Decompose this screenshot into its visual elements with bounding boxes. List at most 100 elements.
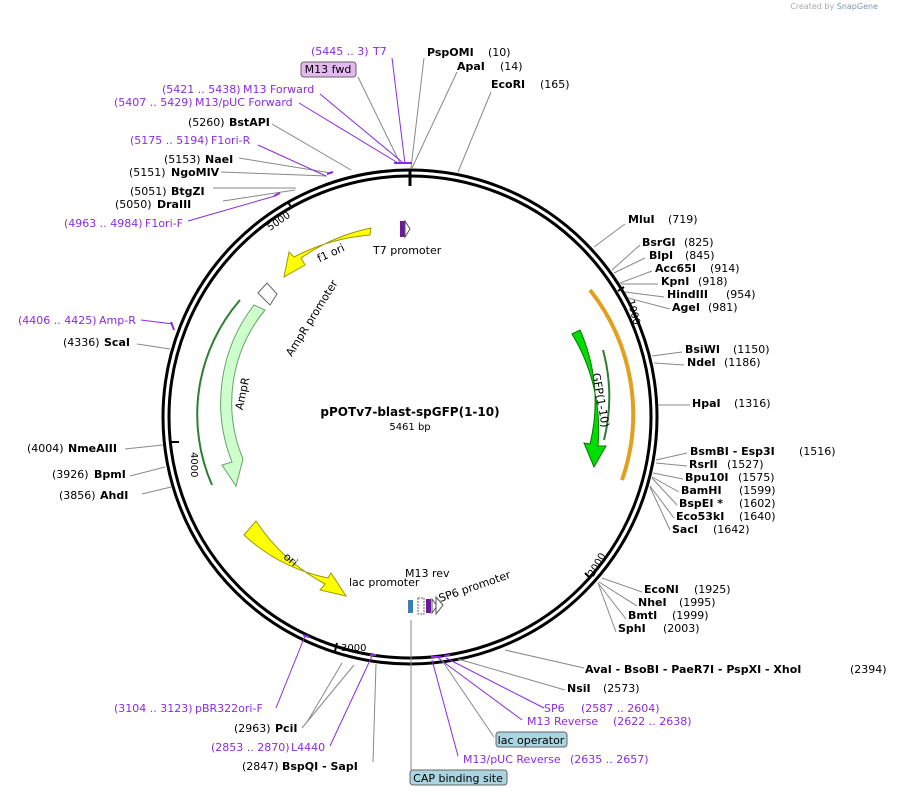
primer-pbr322ori-f: pBR322ori-F bbox=[195, 702, 263, 715]
site-bamhi: BamHI bbox=[681, 484, 722, 497]
site-nhei: NheI bbox=[638, 596, 667, 609]
site-btgzi-pos: (5051) bbox=[130, 185, 167, 198]
site-bstapi-pos: (5260) bbox=[188, 116, 225, 129]
site-bpmi: BpmI bbox=[94, 468, 126, 481]
primer-sp6: SP6 bbox=[544, 702, 565, 715]
primer-l4440: L4440 bbox=[291, 741, 325, 754]
site-saci-pos: (1642) bbox=[713, 523, 750, 536]
snapgene-credit: Created by SnapGene bbox=[790, 2, 878, 11]
primer-t7: T7 bbox=[372, 45, 387, 58]
site-bsrgi: BsrGI bbox=[642, 236, 675, 249]
site-acc65i-pos: (914) bbox=[710, 262, 740, 275]
site-bsiwi-pos: (1150) bbox=[733, 343, 770, 356]
primer-f1ori-f: F1ori-F bbox=[145, 217, 183, 230]
site-bspqi-pos: (2847) bbox=[242, 760, 279, 773]
site-agei: AgeI bbox=[672, 301, 700, 314]
primer-m13-forward: M13 Forward bbox=[243, 83, 314, 96]
lac-operator-box: lac operator bbox=[498, 734, 565, 747]
site-econi-pos: (1925) bbox=[694, 583, 731, 596]
primer-amp-r: Amp-R bbox=[99, 314, 136, 327]
feature-gfp[interactable]: GFP(1-10) bbox=[571, 288, 636, 481]
site-pspomi-pos: (10) bbox=[488, 46, 511, 59]
site-rsrii: RsrII bbox=[689, 458, 718, 471]
primer-m13-reverse-pos: (2622 .. 2638) bbox=[613, 715, 692, 728]
site-bsmbi-pos: (1516) bbox=[799, 445, 836, 458]
site-hindiii-pos: (954) bbox=[726, 288, 756, 301]
site-agei-pos: (981) bbox=[708, 301, 738, 314]
feature-lac-promoter[interactable]: lac promoter M13 rev SP6 promoter bbox=[349, 567, 513, 616]
site-bstapi: BstAPI bbox=[229, 116, 270, 129]
site-avai-group: AvaI - BsoBI - PaeR7I - PspXI - XhoI bbox=[585, 663, 801, 676]
site-kpni-pos: (918) bbox=[698, 275, 728, 288]
primer-f1ori-r: F1ori-R bbox=[211, 134, 251, 147]
site-nhei-pos: (1995) bbox=[679, 596, 716, 609]
site-avai-pos: (2394) bbox=[850, 663, 887, 676]
site-pspomi: PspOMI bbox=[427, 46, 474, 59]
t7-promoter-label: T7 promoter bbox=[372, 244, 442, 257]
site-eco53ki-pos: (1640) bbox=[739, 510, 776, 523]
site-hindiii: HindIII bbox=[667, 288, 708, 301]
f1-ori-label: f1 ori bbox=[315, 241, 346, 265]
primer-m13puc-reverse-pos: (2635 .. 2657) bbox=[570, 753, 649, 766]
site-btgzi: BtgZI bbox=[171, 185, 205, 198]
feature-ori[interactable]: ori bbox=[243, 520, 348, 597]
site-bspei: BspEI * bbox=[679, 497, 723, 510]
site-nmeaiii: NmeAIII bbox=[68, 442, 117, 455]
site-ahdi: AhdI bbox=[100, 489, 128, 502]
site-nsii: NsiI bbox=[567, 682, 591, 695]
site-eco53ki: Eco53kI bbox=[676, 510, 724, 523]
site-nsii-pos: (2573) bbox=[603, 682, 640, 695]
site-hpai: HpaI bbox=[692, 397, 721, 410]
site-ahdi-pos: (3856) bbox=[59, 489, 96, 502]
site-naei-pos: (5153) bbox=[164, 153, 201, 166]
site-labels-left: (2847) BspQI - SapI (2963) PciI (3856) A… bbox=[27, 116, 358, 773]
feature-ampr-promoter[interactable]: AmpR promoter bbox=[257, 277, 341, 359]
site-bspei-pos: (1602) bbox=[739, 497, 776, 510]
site-nmeaiii-pos: (4004) bbox=[27, 442, 64, 455]
site-blpi-pos: (845) bbox=[685, 249, 715, 262]
primer-pbr322ori-f-pos: (3104 .. 3123) bbox=[114, 702, 193, 715]
primer-m13puc-reverse: M13/pUC Reverse bbox=[463, 753, 561, 766]
site-naei: NaeI bbox=[205, 153, 233, 166]
feature-ampr[interactable]: AmpR bbox=[196, 299, 266, 488]
feature-f1-ori[interactable]: f1 ori bbox=[283, 227, 372, 278]
tick-4000: 4000 bbox=[188, 452, 199, 477]
primer-m13puc-forward-pos: (5407 .. 5429) bbox=[114, 96, 193, 109]
site-bpmi-pos: (3926) bbox=[52, 468, 89, 481]
site-bamhi-pos: (1599) bbox=[739, 484, 776, 497]
site-labels-right: PspOMI (10) ApaI (14) EcoRI (165) MluI (… bbox=[427, 46, 887, 695]
site-pcii-pos: (2963) bbox=[234, 722, 271, 735]
cap-binding-site-box: CAP binding site bbox=[413, 772, 503, 785]
site-sphi: SphI bbox=[618, 622, 646, 635]
site-draiii-pos: (5050) bbox=[115, 198, 152, 211]
site-blpi: BlpI bbox=[649, 249, 673, 262]
m13-fwd-box: M13 fwd bbox=[305, 63, 352, 76]
backbone bbox=[161, 168, 659, 666]
feature-t7-promoter[interactable]: T7 promoter bbox=[372, 219, 442, 257]
primer-m13puc-forward: M13/pUC Forward bbox=[195, 96, 293, 109]
site-scai: ScaI bbox=[104, 336, 130, 349]
site-bpu10i-pos: (1575) bbox=[738, 471, 775, 484]
site-mlui: MluI bbox=[628, 213, 655, 226]
site-bpu10i: Bpu10I bbox=[685, 471, 729, 484]
site-ngomiv-pos: (5151) bbox=[129, 166, 166, 179]
primer-labels: (5445 .. 3) T7 (5421 .. 5438) M13 Forwar… bbox=[18, 45, 692, 766]
tick-3000: 3000 bbox=[341, 643, 366, 654]
primer-marks bbox=[170, 162, 451, 658]
primer-t7-pos: (5445 .. 3) bbox=[311, 45, 369, 58]
boxed-labels: M13 fwd lac operator CAP binding site bbox=[300, 61, 568, 786]
site-hpai-pos: (1316) bbox=[734, 397, 771, 410]
m13-rev-label: M13 rev bbox=[405, 567, 450, 580]
ampr-label: AmpR bbox=[233, 376, 253, 411]
site-scai-pos: (4336) bbox=[63, 336, 100, 349]
site-ngomiv: NgoMIV bbox=[171, 166, 220, 179]
site-bspqi-sapi: BspQI - SapI bbox=[282, 760, 358, 773]
site-acc65i: Acc65I bbox=[655, 262, 696, 275]
primer-leader-lines bbox=[140, 57, 545, 770]
plasmid-name: pPOTv7-blast-spGFP(1-10) bbox=[320, 405, 499, 419]
leader-lines bbox=[124, 57, 690, 763]
primer-f1ori-r-pos: (5175 .. 5194) bbox=[130, 134, 209, 147]
primer-m13-reverse: M13 Reverse bbox=[527, 715, 598, 728]
site-bsiwi: BsiWI bbox=[685, 343, 720, 356]
site-bmti: BmtI bbox=[628, 609, 657, 622]
